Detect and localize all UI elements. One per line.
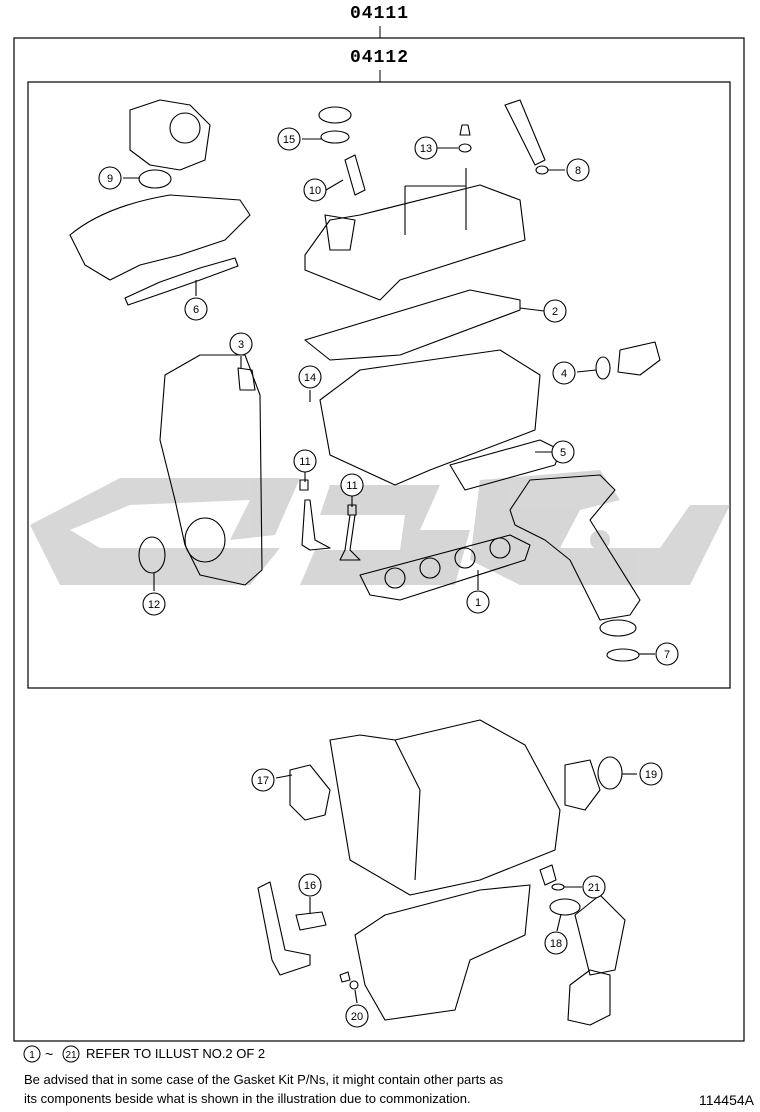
outer-kit-frame — [13, 37, 745, 1042]
cylinder-head — [319, 349, 541, 486]
callout-5: 5 — [560, 447, 566, 459]
exhaust-manifold — [509, 474, 641, 621]
seal-15 — [320, 130, 350, 144]
callout-11a: 11 — [299, 456, 310, 468]
seal-13 — [458, 143, 472, 153]
callout-4: 4 — [561, 368, 567, 380]
callout-10: 10 — [309, 185, 321, 197]
outer-kit-code: 04111 — [350, 4, 410, 24]
gasket-7 — [606, 648, 640, 662]
oil-seal-12 — [138, 536, 166, 574]
timing-cover — [159, 354, 263, 586]
callout-17: 17 — [257, 775, 269, 787]
tilde: ~ — [45, 1046, 53, 1062]
valve-seal-11a — [299, 479, 309, 491]
callout-8: 8 — [575, 165, 581, 177]
callout-3: 3 — [238, 339, 244, 351]
injector — [504, 99, 546, 166]
oil-seal-19 — [597, 756, 623, 790]
refer-note: REFER TO ILLUST NO.2 OF 2 — [86, 1046, 266, 1061]
footer-callout-end: 21 — [65, 1050, 77, 1061]
callout-2: 2 — [552, 306, 558, 318]
oil-strainer — [257, 881, 311, 976]
gasket-17 — [289, 764, 331, 821]
advisory-line-1: Be advised that in some case of the Gask… — [24, 1072, 504, 1087]
intake-manifold — [69, 194, 251, 281]
callout-9: 9 — [107, 173, 113, 185]
gasket-3 — [237, 367, 256, 391]
cylinder-head-cover — [304, 184, 526, 301]
o-ring-18 — [549, 898, 581, 916]
o-ring-21 — [551, 883, 565, 891]
oil-filter-bracket — [574, 894, 626, 976]
manifold-gasket-6 — [124, 257, 239, 306]
cover-gasket-2 — [304, 289, 521, 361]
footer-callout-start: 1 — [29, 1050, 35, 1061]
advisory-line-2: its components beside what is shown in t… — [24, 1091, 471, 1106]
cylinder-block — [329, 719, 561, 896]
pcv-valve-10 — [344, 154, 366, 196]
callout-16: 16 — [304, 880, 316, 892]
callout-15: 15 — [283, 134, 295, 146]
o-ring-9 — [138, 169, 172, 189]
callout-7: 7 — [664, 649, 670, 661]
inner-kit-code: 04112 — [350, 48, 410, 68]
callout-21: 21 — [588, 882, 600, 894]
callout-18: 18 — [550, 938, 562, 950]
head-gasket-1 — [359, 534, 531, 601]
gasket-4 — [595, 356, 611, 380]
callout-13: 13 — [420, 143, 432, 155]
oil-pan — [354, 884, 531, 1021]
callout-1: 1 — [475, 597, 481, 609]
inner-kit-frame — [27, 81, 731, 689]
callout-11b: 11 — [346, 480, 357, 492]
watermark-logo — [30, 470, 730, 585]
callout-14: 14 — [304, 372, 316, 384]
intake-valve — [301, 499, 331, 551]
illustration-code: 114454A — [698, 1092, 754, 1108]
oil-filter — [567, 969, 611, 1026]
callout-20: 20 — [351, 1011, 363, 1023]
callout-12: 12 — [148, 599, 160, 611]
callout-19: 19 — [645, 769, 657, 781]
o-ring-8 — [535, 165, 549, 175]
callout-6: 6 — [193, 304, 199, 316]
gasket-16 — [295, 911, 327, 931]
plug-20 — [349, 980, 359, 990]
